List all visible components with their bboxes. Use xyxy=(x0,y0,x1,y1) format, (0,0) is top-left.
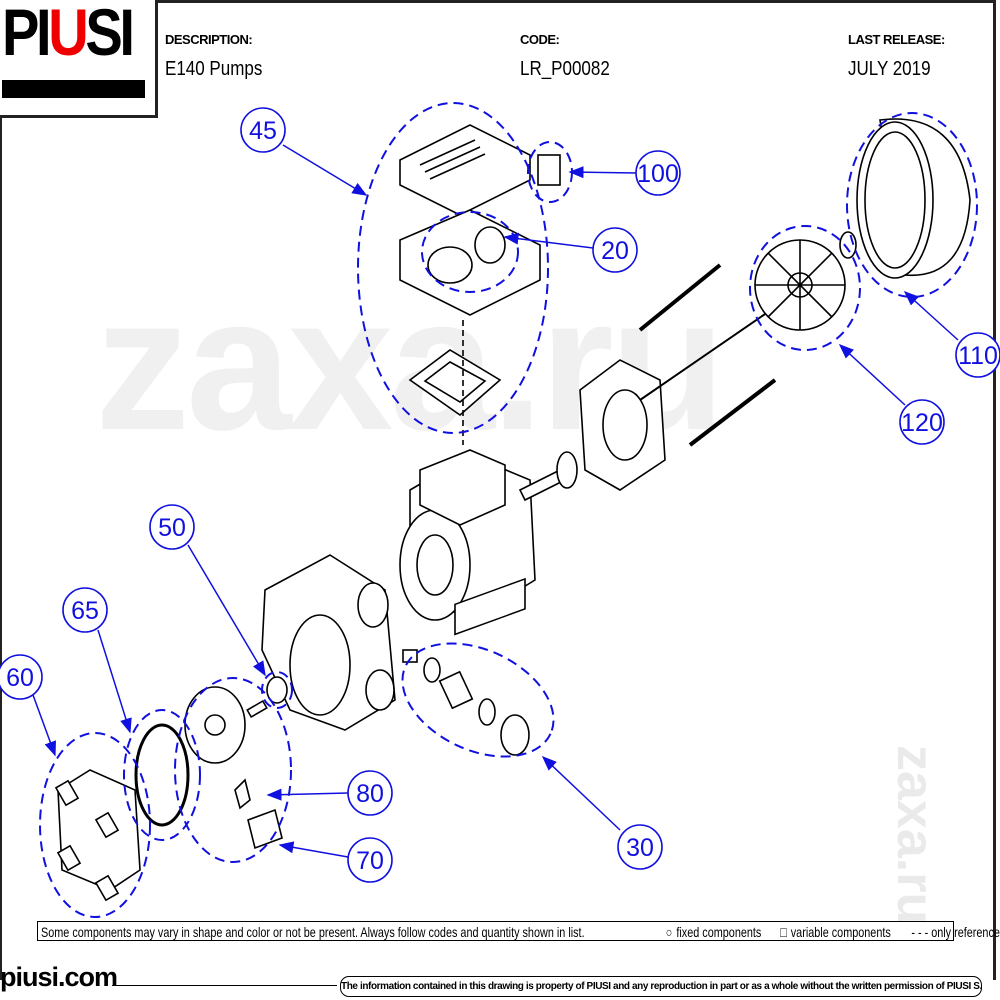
code-label: CODE: xyxy=(520,32,560,47)
svg-text:50: 50 xyxy=(158,514,186,542)
group-outlines xyxy=(39,102,978,918)
variable-components-icon: □ xyxy=(779,924,787,940)
svg-text:45: 45 xyxy=(249,117,277,145)
fan xyxy=(754,239,846,331)
key xyxy=(246,699,268,719)
ring xyxy=(839,231,857,259)
release-value: JULY 2019 xyxy=(848,58,931,80)
fan-cover xyxy=(856,118,971,279)
callout-100: 100 xyxy=(635,150,681,196)
callout-60: 60 xyxy=(0,654,43,700)
svg-text:60: 60 xyxy=(6,664,34,692)
svg-text:30: 30 xyxy=(626,834,654,862)
callout-120: 120 xyxy=(899,399,945,445)
parts xyxy=(54,118,971,902)
callouts: 45 100 20 110 120 50 65 60 80 70 30 xyxy=(0,107,1000,883)
code-value: LR_P00082 xyxy=(520,58,610,80)
tie-rod xyxy=(638,263,722,332)
o-ring xyxy=(134,723,190,827)
valve-plug xyxy=(402,649,418,663)
callout-65: 65 xyxy=(62,587,108,633)
terminal-box-cover xyxy=(399,124,531,216)
legend-reference: - - - only reference xyxy=(911,924,1000,940)
rotor xyxy=(184,686,246,764)
vanes xyxy=(234,778,251,810)
footer-divider xyxy=(112,985,337,986)
legend-fixed: fixed components xyxy=(676,924,762,940)
piusi-logo: PIUSI xyxy=(0,0,158,118)
vane-pack xyxy=(247,808,283,850)
callout-20: 20 xyxy=(592,227,638,273)
callout-30: 30 xyxy=(617,824,663,870)
legend-variable: variable components xyxy=(790,924,891,940)
callout-70: 70 xyxy=(347,837,393,883)
release-label: LAST RELEASE: xyxy=(848,32,945,47)
drawing-frame xyxy=(0,0,996,980)
callout-110: 110 xyxy=(955,332,1000,378)
svg-text:20: 20 xyxy=(601,237,629,265)
note-text: Some components may vary in shape and co… xyxy=(41,924,585,940)
svg-text:70: 70 xyxy=(356,847,384,875)
capacitor xyxy=(427,246,473,284)
website-link[interactable]: piusi.com xyxy=(0,962,118,992)
leader-lines xyxy=(32,144,959,858)
valve-cap xyxy=(500,714,530,756)
switch xyxy=(537,154,561,186)
tie-rod xyxy=(688,378,777,447)
bearing xyxy=(556,451,578,489)
svg-text:120: 120 xyxy=(901,409,943,437)
description-value: E140 Pumps xyxy=(165,58,263,80)
callout-45: 45 xyxy=(240,107,286,153)
svg-text:110: 110 xyxy=(958,342,998,370)
description-label: DESCRIPTION: xyxy=(165,32,253,47)
callout-50: 50 xyxy=(149,504,195,550)
svg-text:65: 65 xyxy=(71,597,99,625)
seal xyxy=(266,676,288,704)
callout-80: 80 xyxy=(347,770,393,816)
svg-text:80: 80 xyxy=(356,780,384,808)
spring xyxy=(438,670,474,710)
svg-text:100: 100 xyxy=(637,160,679,188)
legal-notice: The information contained in this drawin… xyxy=(340,976,982,997)
screws xyxy=(54,779,120,902)
components-note: Some components may vary in shape and co… xyxy=(37,921,1000,941)
fixed-components-icon: ○ xyxy=(665,924,673,940)
